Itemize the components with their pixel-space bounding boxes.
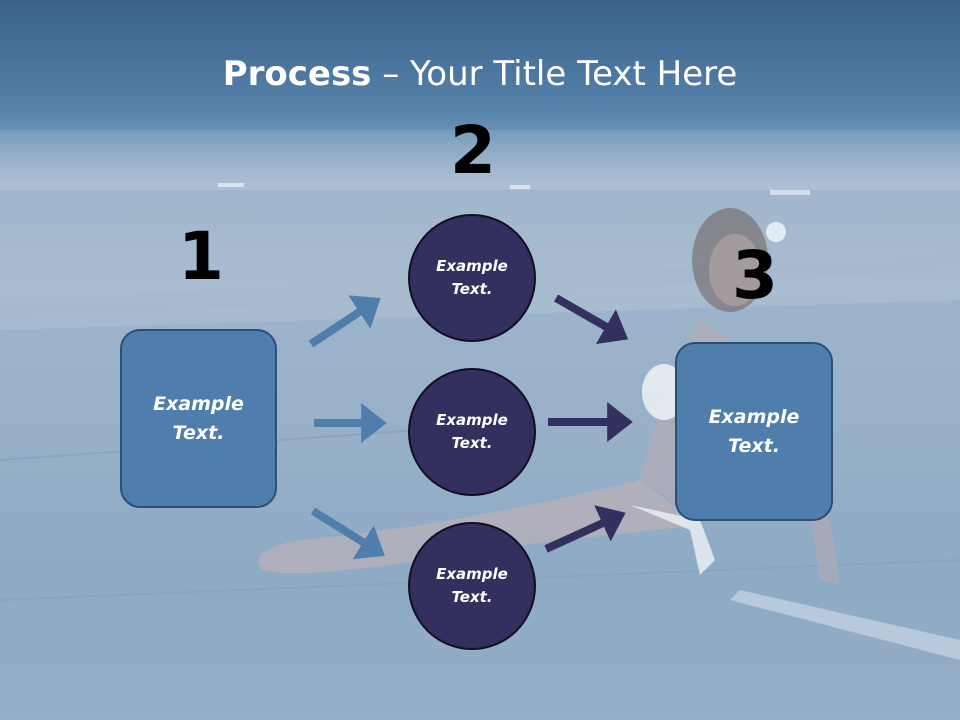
step-3-number: 3 [732,237,778,314]
step-3-text: Example Text. [708,405,800,457]
step-2-text-bottom: Example Text. [436,565,508,606]
step-2-circle-top: Example Text. [408,214,536,342]
step-1-number: 1 [178,218,224,295]
step-2-circle-bottom: Example Text. [408,522,536,650]
arrow-to-top [308,295,381,348]
step-2-circle-middle: Example Text. [408,368,536,496]
arrow-to-bottom [310,507,385,560]
arrow-from-bottom [544,505,626,553]
step-1-text: Example Text. [153,392,244,444]
title-rest: – Your Title Text Here [371,54,738,94]
step-2-text-top: Example Text. [436,257,508,298]
slide-title: Process – Your Title Text Here [0,54,960,94]
step-2-number: 2 [450,112,496,189]
step-1-box: Example Text. [120,329,277,508]
step-3-box: Example Text. [675,342,833,521]
arrow-from-top [554,294,629,344]
step-2-text-middle: Example Text. [436,411,508,452]
title-bold: Process [222,54,372,94]
